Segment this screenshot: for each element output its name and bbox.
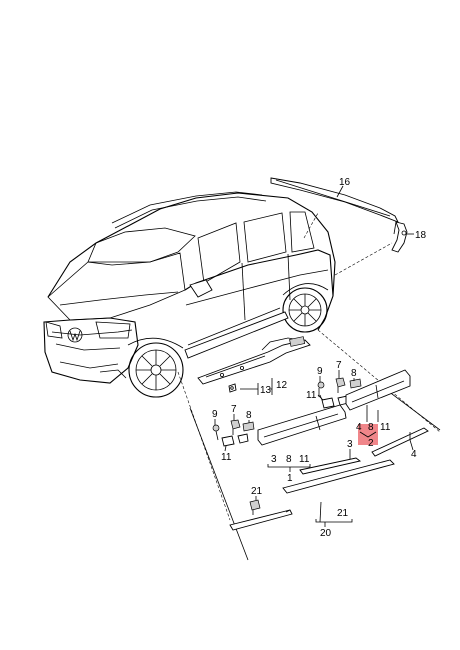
- long-lower-strip: [229, 459, 395, 531]
- callout-2: 2: [368, 438, 374, 449]
- callout-11d: 11: [299, 454, 310, 465]
- callout-4a: 4: [356, 422, 362, 433]
- callout-8b: 8: [246, 410, 252, 421]
- front-door-trim: [257, 404, 347, 446]
- callout-1: 1: [287, 473, 293, 484]
- callout-11c: 11: [380, 422, 391, 433]
- rear-lower-strip: [371, 427, 429, 457]
- end-cap: [391, 221, 408, 253]
- callout-7a: 7: [336, 360, 342, 371]
- callout-8c: 8: [368, 422, 374, 433]
- front-lower-strip: [299, 457, 362, 475]
- rear-door-trim: [345, 369, 411, 411]
- callout-16: 16: [339, 177, 351, 188]
- highlight-part-2: [358, 424, 378, 445]
- callout-3b: 3: [271, 454, 277, 465]
- callout-21b: 21: [337, 508, 349, 519]
- clip-group-front: [212, 419, 255, 447]
- callout-20: 20: [320, 528, 332, 539]
- clip-13: [228, 383, 237, 393]
- callout-11a: 11: [306, 390, 317, 401]
- roof-trim-strip: [270, 177, 399, 223]
- callout-8d: 8: [286, 454, 292, 465]
- callout-9a: 9: [317, 366, 323, 377]
- clip-group-rear: [317, 377, 362, 409]
- callout-8a: 8: [351, 368, 357, 379]
- callout-9b: 9: [212, 409, 218, 420]
- clip-21: [249, 499, 261, 515]
- sill-bracket: [197, 336, 311, 385]
- callout-4b: 4: [411, 449, 417, 460]
- callout-18: 18: [415, 230, 427, 241]
- callout-3a: 3: [347, 439, 353, 450]
- callout-13: 13: [260, 385, 272, 396]
- callout-21a: 21: [251, 486, 263, 497]
- callout-12: 12: [276, 380, 288, 391]
- vehicle-outline: [43, 191, 336, 398]
- callout-11b: 11: [221, 452, 232, 463]
- callout-7b: 7: [231, 404, 237, 415]
